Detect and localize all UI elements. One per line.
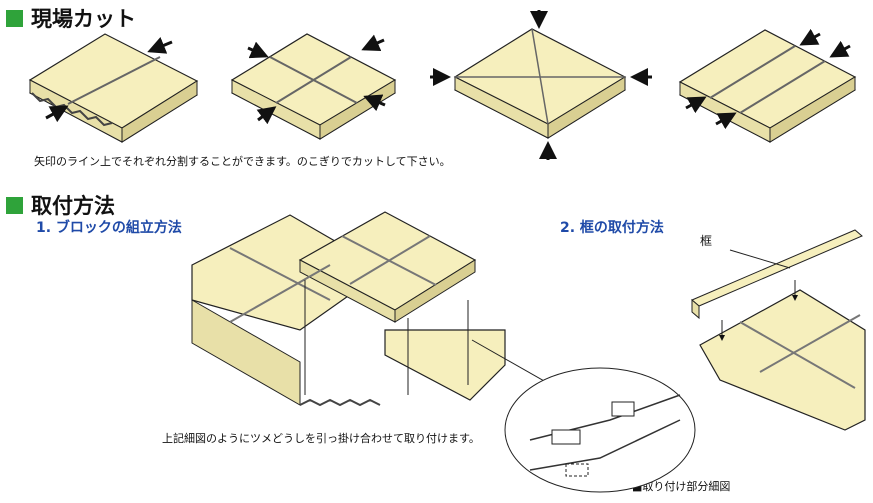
assembly-caption: 上記細図のようにツメどうしを引っ掛け合わせて取り付けます。 [162, 432, 480, 445]
frame-installation-diagram [691, 229, 866, 431]
green-square-icon [6, 196, 23, 214]
subtitle-block-assembly: 1. ブロックの組立方法 [36, 220, 182, 236]
section-title-installation-text: 取付方法 [31, 194, 115, 218]
section-title-cutting: 現場カット [6, 3, 136, 33]
detail-label: ■取り付け部分細図 [632, 480, 731, 493]
block-assembly-diagram [191, 211, 561, 407]
section-title-cutting-text: 現場カット [31, 7, 136, 31]
green-square-icon [6, 9, 23, 27]
tile-cut-diagonal [430, 10, 652, 160]
tile-cut-quarters [230, 33, 397, 140]
section-title-installation: 取付方法 [6, 190, 115, 220]
subtitle-frame-installation: 2. 框の取付方法 [560, 220, 664, 236]
detail-circle [504, 367, 696, 493]
frame-label: 框 [700, 234, 713, 248]
tile-cut-thirds [678, 28, 857, 143]
cutting-caption: 矢印のライン上でそれぞれ分割することができます。のこぎりでカットして下さい。 [34, 155, 451, 168]
tile-cut-halves [28, 33, 199, 143]
